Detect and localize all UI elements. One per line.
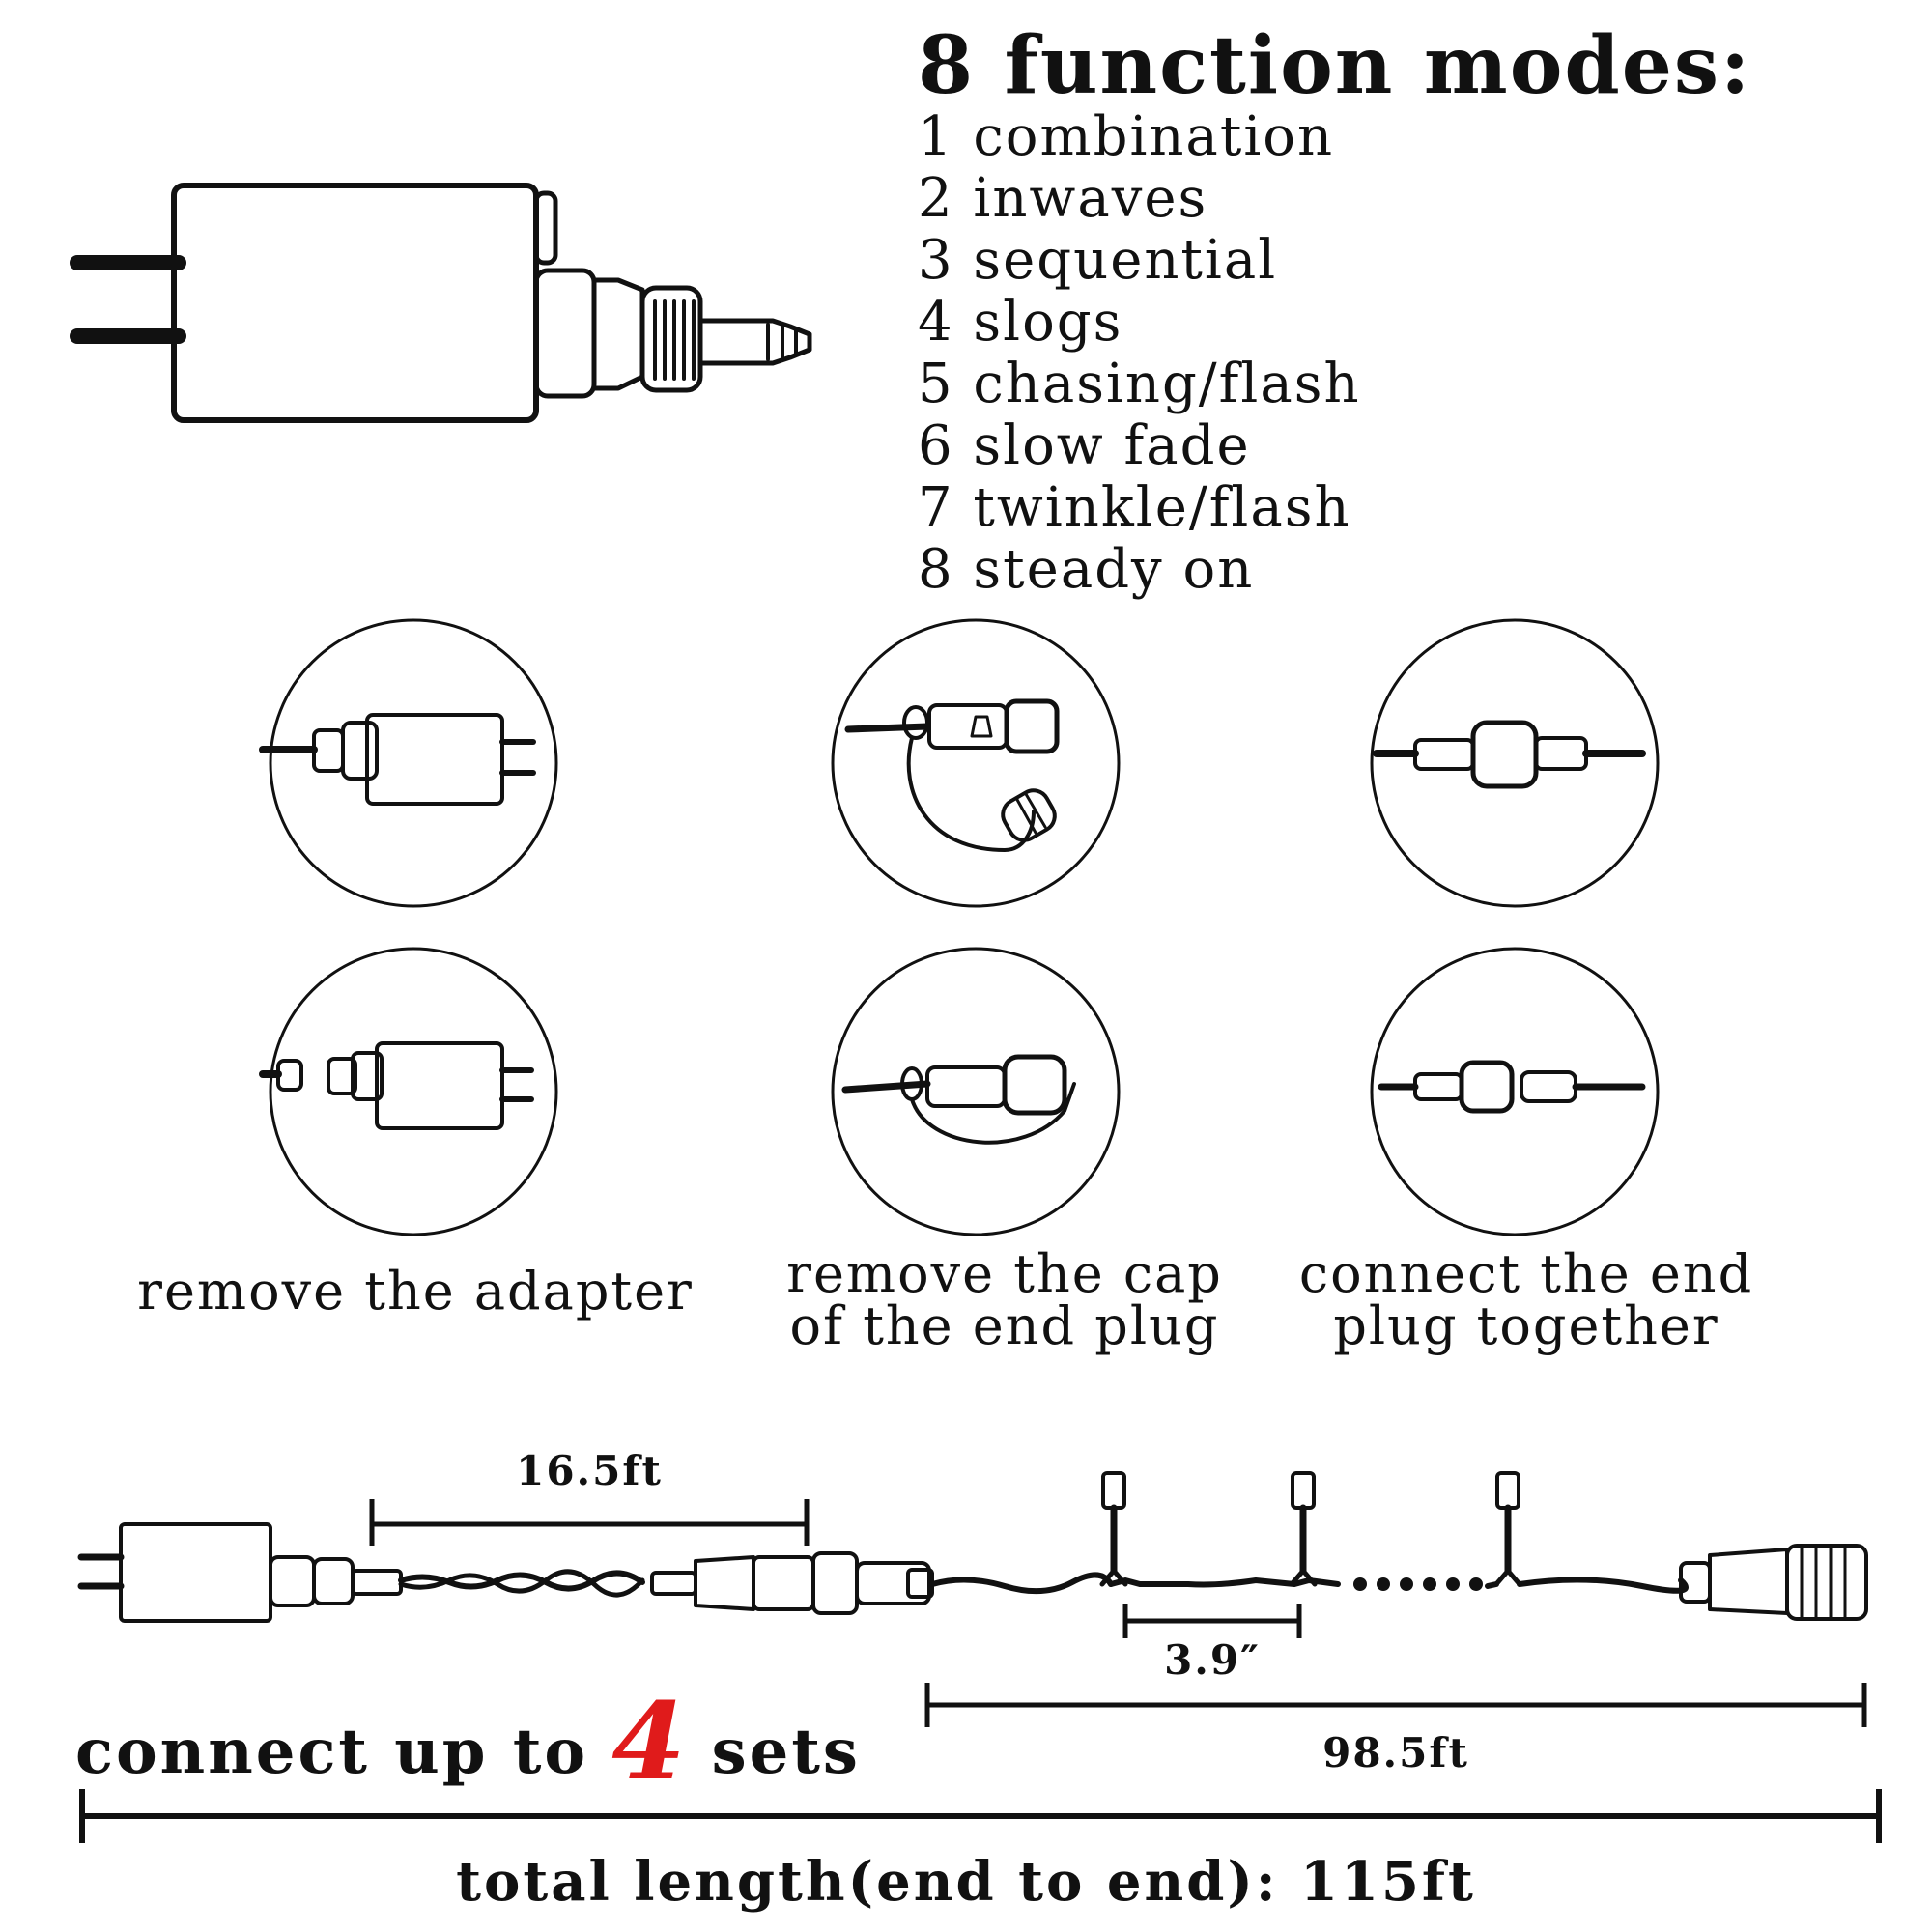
connect-prefix: connect up to (75, 1716, 589, 1788)
caption-line: remove the cap (786, 1243, 1223, 1304)
step-remove-adapter-caption: remove the adapter (126, 1265, 705, 1318)
light-length-dimension (924, 1683, 1867, 1727)
adapter-connected-icon (259, 713, 536, 806)
mode-item-7: 7 twinkle/flash (918, 476, 1351, 539)
connect-suffix: sets (711, 1716, 861, 1788)
mode-item-2: 2 inwaves (918, 167, 1208, 230)
step-circle-4 (269, 947, 558, 1236)
mode-item-3: 3 sequential (918, 229, 1278, 292)
cap-removed-icon (841, 1054, 1076, 1145)
caption-line: of the end plug (789, 1295, 1220, 1356)
lead-length-dimension (369, 1499, 810, 1546)
connect-count: 4 (611, 1679, 689, 1804)
mode-item-1: 1 combination (918, 105, 1335, 168)
continuation-dots (1353, 1577, 1483, 1591)
mode-item-8: 8 steady on (918, 538, 1255, 601)
function-modes-list: 1 combination 2 inwaves 3 sequential 4 s… (918, 106, 1361, 601)
step-circle-3 (1370, 618, 1660, 908)
mode-item-5: 5 chasing/flash (918, 353, 1361, 415)
connect-sets-label: connect up to 4 sets (75, 1679, 861, 1804)
step-circle-6 (1370, 947, 1660, 1236)
plugs-joined-icon (1373, 720, 1646, 789)
step-circle-2 (831, 618, 1121, 908)
end-plug-cap-icon (844, 698, 1060, 852)
total-length-dimension (79, 1789, 1882, 1843)
bulb-spacing-label: 3.9″ (1164, 1636, 1261, 1684)
light-strand-drawing (77, 1471, 1868, 1623)
plugs-connecting-icon (1378, 1060, 1646, 1114)
bulb-spacing-dimension (1122, 1604, 1302, 1638)
step-circle-1 (269, 618, 558, 908)
caption-line: remove the adapter (137, 1261, 694, 1321)
mode-item-6: 6 slow fade (918, 414, 1251, 477)
power-adapter-drawing (70, 183, 812, 423)
step-circle-5 (831, 947, 1121, 1236)
function-modes-title: 8 function modes: (918, 19, 1752, 112)
adapter-separated-icon (259, 1041, 534, 1130)
caption-line: plug together (1333, 1295, 1719, 1356)
mode-item-4: 4 slogs (918, 291, 1123, 354)
lead-length-label: 16.5ft (516, 1447, 663, 1494)
total-length-label: total length(end to end): 115ft (456, 1850, 1476, 1914)
light-length-label: 98.5ft (1322, 1729, 1469, 1776)
step-connect-caption: connect the end plug together (1275, 1248, 1777, 1352)
step-remove-cap-caption: remove the cap of the end plug (734, 1248, 1275, 1352)
caption-line: connect the end (1298, 1243, 1754, 1304)
